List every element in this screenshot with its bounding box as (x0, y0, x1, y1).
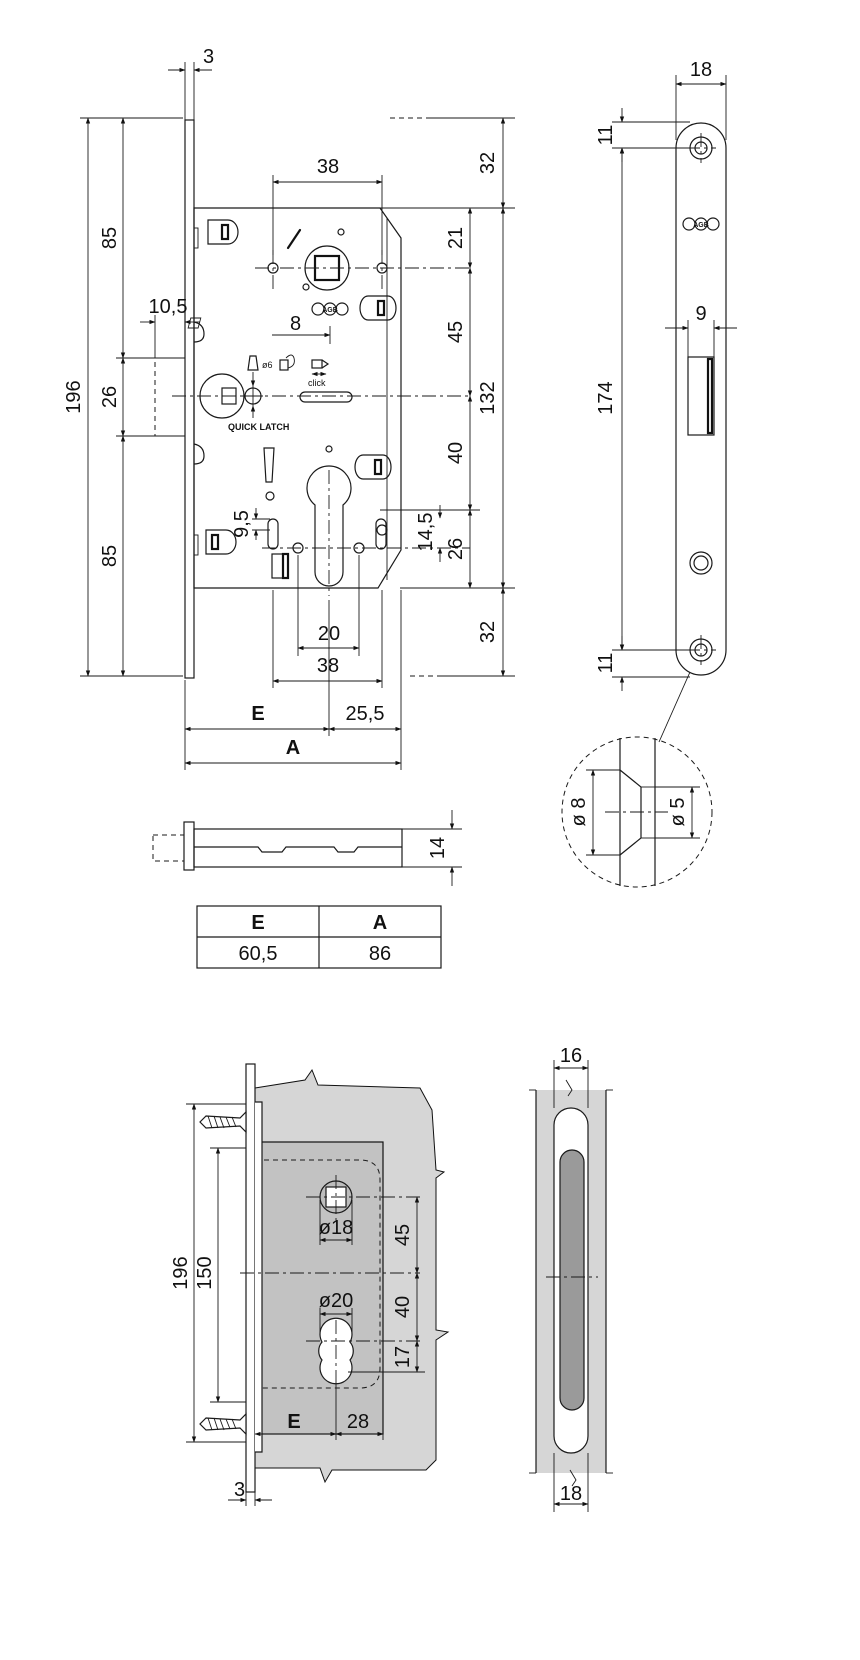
latch-projection (154, 357, 186, 437)
screw-slot-mid-right (359, 295, 397, 321)
dim-installed-cylinder-offset: 17 (392, 1346, 414, 1368)
dim-bottom-hole-offset: 11 (595, 653, 617, 674)
label-click: click (308, 378, 326, 388)
latch-window (687, 356, 715, 436)
label-quick-latch: QUICK LATCH (228, 422, 289, 432)
screw-top (199, 1110, 247, 1134)
dim-installed-latch-to-cylinder: 40 (392, 1296, 414, 1318)
table-value-e: 60,5 (239, 943, 278, 965)
dim-cylinder-offset: 14,5 (415, 513, 437, 552)
brand-mark: AGB (311, 302, 349, 316)
dim-side-bottom-width: 18 (560, 1483, 582, 1505)
dim-cylinder-diameter: ø20 (319, 1290, 353, 1312)
screw-bottom (199, 1412, 247, 1436)
dim-spindle-diameter: ø18 (319, 1217, 353, 1239)
dim-latch-section: 26 (99, 386, 121, 408)
pin-indicator: 8 (187, 313, 331, 344)
dim-depth: 14 (427, 837, 449, 859)
dim-cylinder-height: 26 (445, 538, 467, 560)
dim-installed-faceplate-thickness: 3 (234, 1479, 245, 1501)
table-header-e: E (251, 912, 264, 934)
dim-lower-section: 85 (99, 545, 121, 567)
dim-installed-spindle-to-latch: 45 (392, 1224, 414, 1246)
dim-faceplate-thickness: 3 (203, 46, 214, 68)
table-header-a: A (373, 912, 387, 934)
dim-latch-projection: 10,5 (149, 296, 188, 318)
dim-inner-diameter: ø 5 (667, 798, 689, 827)
faceplate-brand: AGB (682, 217, 720, 231)
dim-outer-diameter: ø 8 (568, 798, 590, 827)
dim-case-height: 132 (477, 381, 499, 414)
dim-faceplate-width: 18 (690, 59, 712, 81)
dim-spacing-bottom: 38 (317, 655, 339, 677)
dim-backset-label: E (251, 703, 264, 725)
dim-installed-backset: E (287, 1411, 300, 1433)
dim-rear-offset: 25,5 (346, 703, 385, 725)
screw-slot-top-left (207, 219, 239, 245)
dim-spacing-top: 38 (317, 156, 339, 178)
faceplate-view: AGB 18 11 174 11 9 (595, 59, 737, 743)
cylinder-cutout (306, 465, 352, 587)
dim-top-to-spindle: 21 (445, 227, 467, 249)
side-view: 16 18 (529, 1045, 613, 1512)
screw-slot-bottom-left (205, 529, 237, 555)
top-view: 14 (152, 810, 462, 886)
dim-top-offset: 32 (477, 152, 499, 174)
dim-side-top-width: 16 (560, 1045, 582, 1067)
brand-text: AGB (322, 307, 338, 314)
dim-latch-to-cylinder: 40 (445, 442, 467, 464)
dim-total-height: 196 (63, 380, 85, 413)
faceplate-outline (675, 122, 727, 676)
dim-cylinder-hole: 9,5 (231, 510, 253, 538)
dim-hole-spacing: 174 (595, 381, 617, 414)
dim-top-hole-offset: 11 (595, 125, 617, 146)
dim-upper-section: 85 (99, 227, 121, 249)
dim-screw-spacing: 150 (194, 1256, 216, 1289)
dim-installed-total-height: 196 (170, 1256, 192, 1289)
latch-slot (299, 391, 353, 403)
dim-overall-label: A (286, 737, 300, 759)
screw-slot-lower-right (354, 454, 392, 480)
dim-pin-width: 8 (290, 313, 301, 335)
dim-spindle-to-latch: 45 (445, 321, 467, 343)
installed-view: 196 150 ø18 ø20 45 40 17 E 28 3 (170, 1063, 450, 1506)
label-diameter-six: ø6 (262, 360, 273, 370)
table-value-a: 86 (369, 943, 391, 965)
detail-view: ø 8 ø 5 (561, 736, 713, 888)
faceplate-brand-text: AGB (693, 222, 709, 229)
lock-case (193, 207, 402, 589)
front-view: AGB 8 ø6 QUICK LATCH click (63, 46, 515, 770)
dimension-table: E A 60,5 86 (196, 905, 442, 969)
dim-latch-width: 9 (695, 303, 706, 325)
faceplate (184, 119, 195, 679)
dim-installed-rear-offset: 28 (347, 1411, 369, 1433)
dim-bottom-offset: 32 (477, 621, 499, 643)
